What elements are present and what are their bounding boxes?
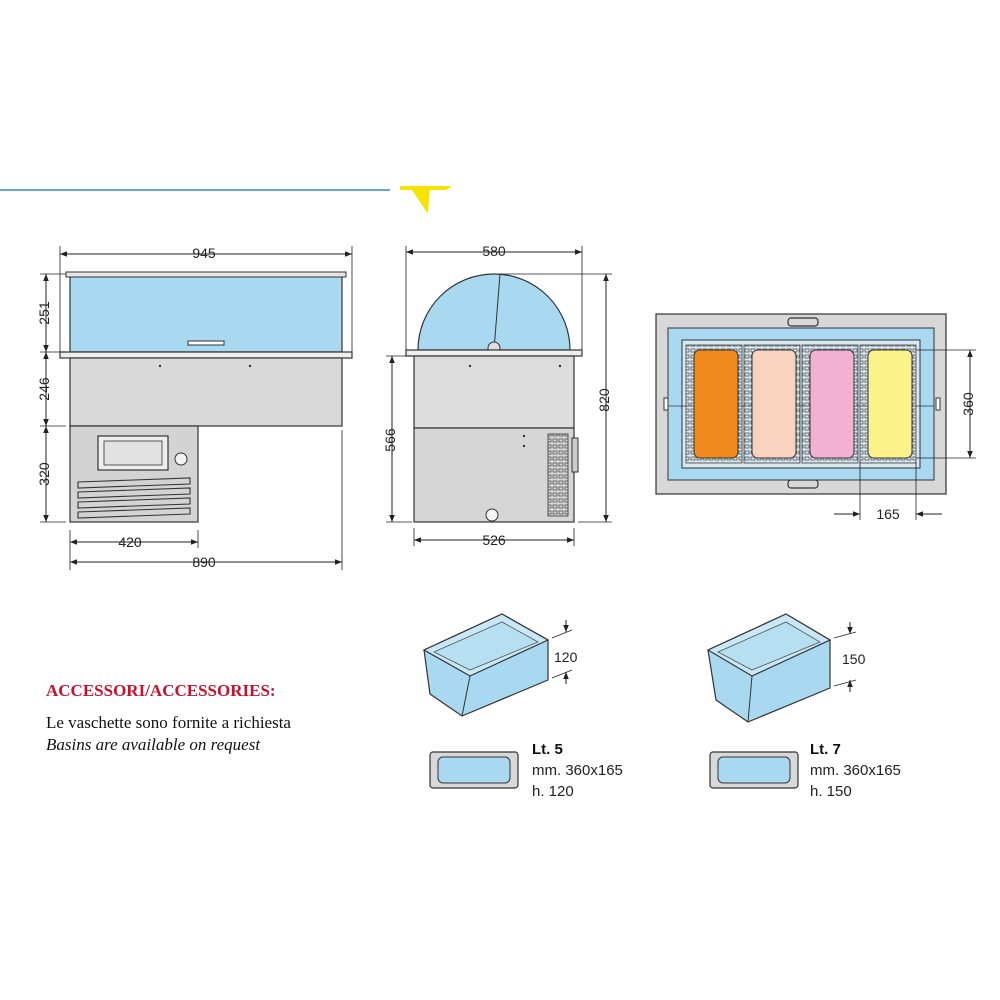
header-decoration [0,186,452,214]
accessories-line-en: Basins are available on request [46,735,261,754]
side-width-top-label: 580 [482,243,506,259]
side-height-total-label: 820 [596,388,612,412]
basin-top-1 [693,349,739,459]
basin-lt5: 120 Lt. 5 mm. 360x165 h. 120 [422,613,623,800]
front-height-body-label: 246 [36,377,52,401]
basin-lt5-name: Lt. 5 [532,741,563,758]
front-height-unit-label: 320 [36,462,52,486]
basin-lt7: 150 Lt. 7 mm. 360x165 h. 150 [706,613,901,800]
front-width-unit-label: 420 [118,534,142,550]
accessories-title: ACCESSORI/ACCESSORIES: [46,681,276,700]
front-view: 945 251 246 320 420 890 [36,245,353,570]
accessories-line-it: Le vaschette sono fornite a richiesta [46,713,291,732]
basin-lt7-size: mm. 360x165 [810,762,901,779]
top-basin-width-label: 165 [876,506,900,522]
front-width-top-label: 945 [192,245,216,261]
basin-lt7-height: h. 150 [810,783,852,800]
basin-lt7-name: Lt. 7 [810,741,841,758]
front-height-glass-label: 251 [36,301,52,325]
basin-top-3 [809,349,855,459]
side-width-base-label: 526 [482,532,506,548]
basin-slots [685,344,917,464]
basin-lt7-height-dim: 150 [842,651,866,667]
basin-top-2 [751,349,797,459]
top-basin-depth-label: 360 [960,392,976,416]
basin-lt5-height: h. 120 [532,783,574,800]
basin-top-4 [867,349,913,459]
top-view: 360 165 [655,313,976,522]
basin-lt5-size: mm. 360x165 [532,762,623,779]
accessories-section: ACCESSORI/ACCESSORIES: Le vaschette sono… [46,681,291,754]
side-height-body-label: 566 [382,428,398,452]
side-view: 580 820 566 526 [382,243,612,548]
basin-lt5-height-dim: 120 [554,649,578,665]
front-width-base-label: 890 [192,554,216,570]
